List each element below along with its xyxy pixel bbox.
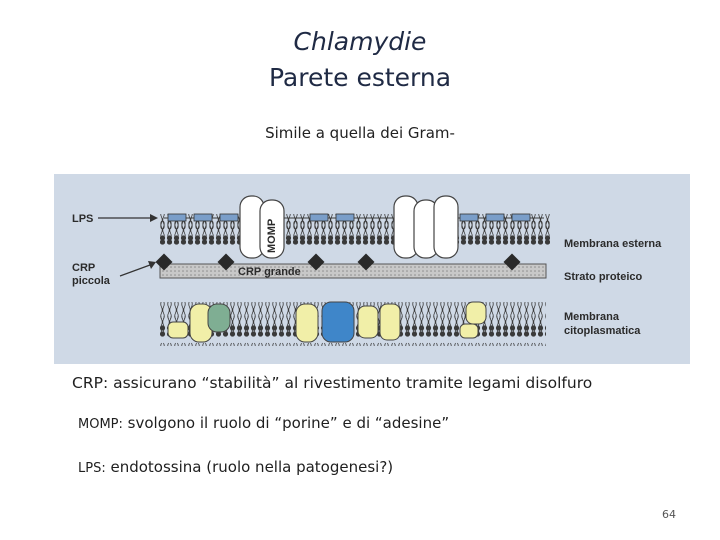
bullet-momp: MOMP: svolgono il ruolo di “porine” e di… [78, 414, 449, 432]
lps-molecules [164, 213, 544, 222]
slide-title-line1: Chlamydie [293, 27, 427, 56]
label-momp: MOMP [266, 219, 278, 253]
cell-wall-diagram: LPS CRP piccola MOMP CRP grande Membrana… [54, 174, 690, 364]
bullet-lps-text: endotossina (ruolo nella patogenesi?) [105, 458, 394, 476]
label-lps: LPS [72, 213, 93, 225]
momp-porins [239, 195, 459, 259]
bullet-momp-text: svolgono il ruolo di “porine” e di “ades… [122, 414, 450, 432]
page-number: 64 [662, 508, 676, 521]
label-crp-large: CRP grande [238, 266, 301, 278]
label-crp-small-1: CRP [72, 262, 95, 274]
slide-subtitle: Simile a quella dei Gram- [265, 124, 455, 142]
bullet-momp-key: MOMP: [78, 417, 123, 432]
bullet-lps-key: LPS: [78, 461, 106, 476]
label-crp-small-2: piccola [72, 275, 111, 287]
label-outer-membrane: Membrana esterna [564, 238, 662, 250]
label-cyto-membrane-2: citoplasmatica [564, 325, 641, 337]
label-cyto-membrane-1: Membrana [564, 311, 620, 323]
crp-large-layer [159, 263, 547, 279]
bullet-lps: LPS: endotossina (ruolo nella patogenesi… [78, 458, 393, 476]
bullet-crp: CRP: assicurano “stabilità” al rivestime… [72, 374, 593, 392]
cytoplasmic-proteins [167, 301, 487, 343]
label-protein-layer: Strato proteico [564, 271, 643, 283]
slide-title-line2: Parete esterna [268, 63, 452, 92]
